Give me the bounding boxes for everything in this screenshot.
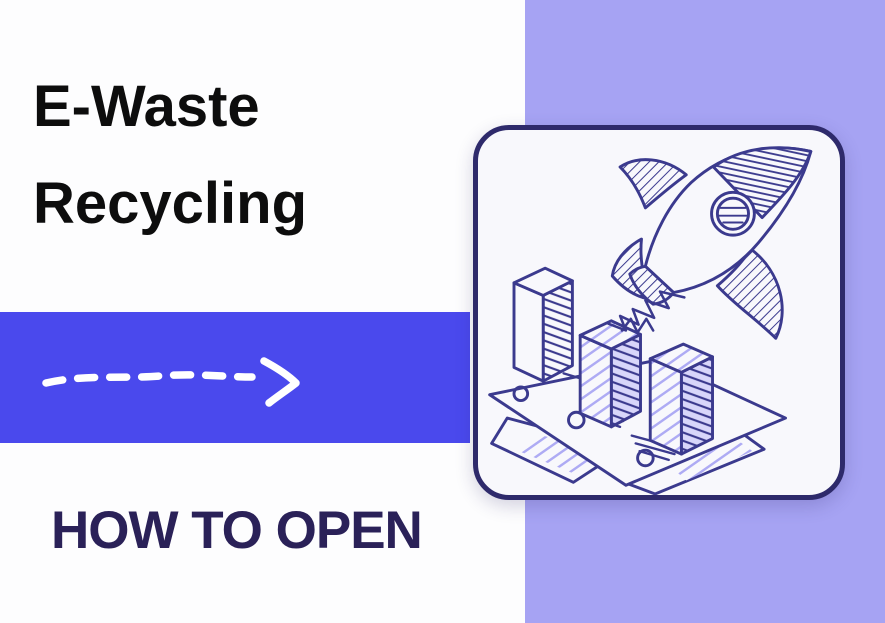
- bar-chart-doodle: [512, 266, 714, 456]
- rocket-bar-chart-illustration: [488, 146, 813, 495]
- rocket-doodle: [607, 146, 813, 340]
- arrow-banner: [0, 312, 470, 443]
- subtitle-how-to-open: HOW TO OPEN: [51, 501, 423, 560]
- page-title-line1: E-Waste: [33, 74, 260, 139]
- page-title-line2: Recycling: [33, 171, 307, 236]
- page-title: E-Waste Recycling: [33, 58, 307, 252]
- illustration-card: [473, 125, 845, 500]
- dashed-arrow-right-icon: [42, 356, 300, 407]
